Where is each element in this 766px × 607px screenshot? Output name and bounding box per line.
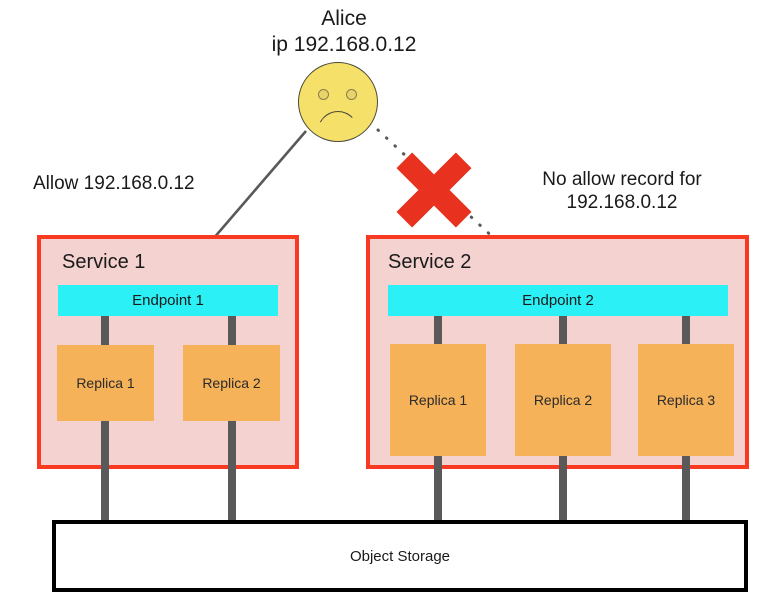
actor-name: Alice [321, 7, 367, 30]
connector-s2-replica1-storage [434, 456, 442, 521]
service-1-replica-1[interactable]: Replica 1 [57, 345, 154, 421]
service-2-replica-2[interactable]: Replica 2 [515, 344, 611, 456]
service-2-title: Service 2 [388, 251, 472, 273]
actor-ip: ip 192.168.0.12 [271, 32, 417, 56]
connector-s1-endpoint-replica2 [228, 316, 236, 346]
deny-record-label-line2: 192.168.0.12 [566, 192, 678, 214]
connector-s2-replica3-storage [682, 456, 690, 521]
actor-label-group: Alice ip 192.168.0.12 [208, 6, 480, 57]
allow-record-label: Allow 192.168.0.12 [33, 173, 195, 194]
service-2-replica-3[interactable]: Replica 3 [638, 344, 734, 456]
connector-s2-endpoint-replica3 [682, 316, 690, 344]
face-eye-right [346, 89, 357, 100]
red-x-icon [394, 149, 474, 230]
connector-s2-endpoint-replica1 [434, 316, 442, 344]
endpoint-1[interactable]: Endpoint 1 [58, 285, 278, 316]
deny-record-label-line1: No allow record for [542, 169, 702, 190]
connector-s1-endpoint-replica1 [101, 316, 109, 346]
connector-s1-replica1-storage [101, 421, 109, 521]
sad-face-icon [298, 62, 380, 144]
endpoint-2[interactable]: Endpoint 2 [388, 285, 728, 316]
object-storage-box[interactable]: Object Storage [52, 520, 748, 592]
face-eye-left [318, 89, 329, 100]
service-2-replica-1[interactable]: Replica 1 [390, 344, 486, 456]
connector-s2-endpoint-replica2 [559, 316, 567, 344]
service-1-replica-2[interactable]: Replica 2 [183, 345, 280, 421]
connector-s2-replica2-storage [559, 456, 567, 521]
connector-s1-replica2-storage [228, 421, 236, 521]
service-1-title: Service 1 [62, 251, 146, 273]
deny-record-label: No allow record for 192.168.0.12 [500, 168, 744, 214]
face-circle [298, 62, 378, 142]
